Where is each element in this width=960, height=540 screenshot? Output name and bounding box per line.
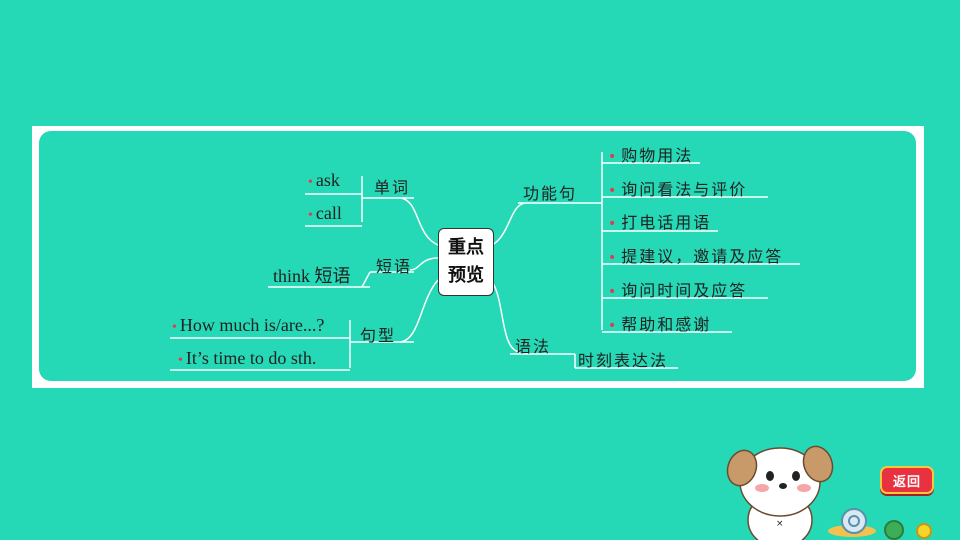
vocab-item-ask: •ask <box>308 170 340 190</box>
svg-text:×: × <box>776 519 784 529</box>
bullet-icon: • <box>608 318 619 334</box>
bullet-icon: • <box>608 149 619 165</box>
sentence-item-time: •It’s time to do sth. <box>178 348 317 368</box>
branch-vocab-label: 单词 <box>374 178 411 197</box>
phrase-item-think: think 短语 <box>273 266 351 286</box>
function-item-6: •帮助和感谢 <box>608 315 712 334</box>
bullet-icon: • <box>308 208 313 223</box>
bullet-icon: • <box>608 183 619 199</box>
branch-phrase-label: 短语 <box>376 257 413 276</box>
center-label-line2: 预览 <box>448 265 484 286</box>
branch-sentence-label: 句型 <box>360 326 397 345</box>
function-item-1: •购物用法 <box>608 146 694 165</box>
vocab-item-call: •call <box>308 203 342 223</box>
function-item-3: •打电话用语 <box>608 213 712 232</box>
center-node: 重点 预览 <box>438 228 494 296</box>
bullet-icon: • <box>608 216 619 232</box>
back-button[interactable]: 返回 <box>880 466 934 494</box>
center-label-line1: 重点 <box>448 237 484 258</box>
bullet-icon: • <box>608 250 619 266</box>
bullet-icon: • <box>172 320 177 335</box>
puppy-mascot-icon: × <box>726 445 834 540</box>
bullet-icon: • <box>178 353 183 368</box>
bullet-icon: • <box>608 284 619 300</box>
branch-grammar-label: 语法 <box>515 337 552 356</box>
snail-decoration-icon <box>828 508 932 540</box>
sentence-item-how-much: •How much is/are...? <box>172 315 325 335</box>
function-item-5: •询问时间及应答 <box>608 281 748 300</box>
function-item-2: •询问看法与评价 <box>608 180 748 199</box>
grammar-item-1: 时刻表达法 <box>578 351 669 370</box>
function-item-4: •提建议，邀请及应答 <box>608 247 784 266</box>
bullet-icon: • <box>308 175 313 190</box>
branch-function-label: 功能句 <box>523 184 578 203</box>
